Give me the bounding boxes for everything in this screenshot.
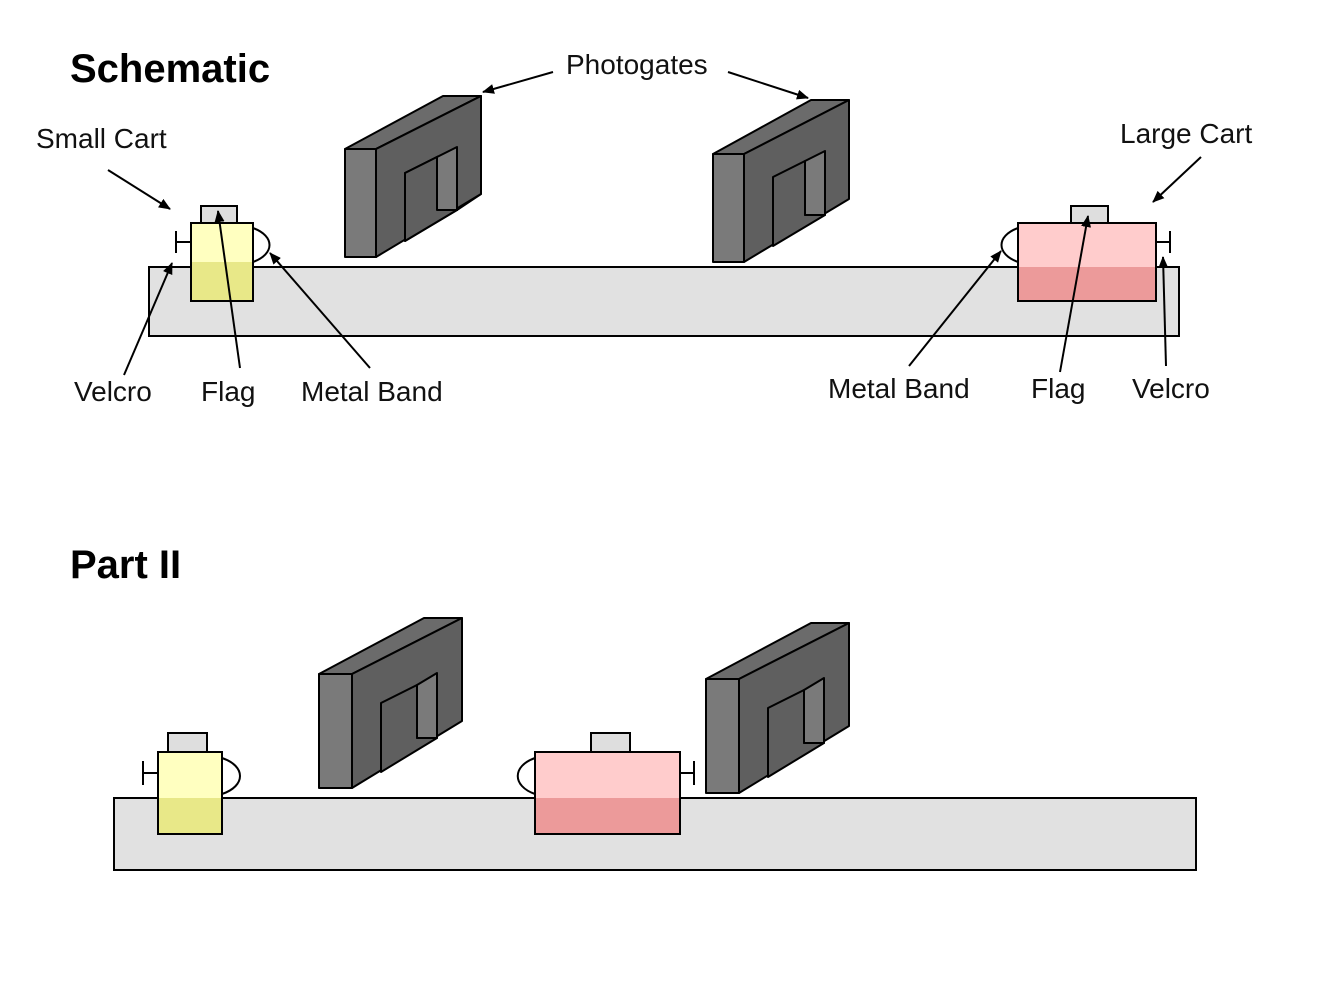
small-cart [175, 205, 271, 302]
photogate-2-part2 [705, 622, 850, 794]
part2-section: Part II [70, 543, 1197, 871]
photogates-label: Photogates [566, 49, 708, 80]
part2-title: Part II [70, 543, 181, 587]
large-cart-body-bottom [1018, 267, 1156, 301]
photogates-arrow-right [727, 71, 809, 100]
flag-right-label: Flag [1031, 373, 1085, 404]
small-cart-label: Small Cart [36, 123, 167, 154]
large-cart-label: Large Cart [1120, 118, 1253, 149]
callout-arrows [107, 71, 1202, 376]
small-cart-body-bottom [191, 262, 253, 301]
small-cart-metal-band [252, 227, 271, 263]
metal-band-right-arrow [908, 250, 1002, 367]
large-cart-velcro [1156, 231, 1171, 253]
photogate-2 [712, 99, 850, 263]
large-cart-metal-band [1000, 227, 1019, 263]
large-cart-part2 [516, 732, 695, 835]
large-cart-flag [1070, 205, 1109, 224]
large-cart-body-top [1018, 223, 1156, 267]
small-cart-velcro [175, 231, 191, 253]
photogates-arrow-left [482, 71, 554, 94]
photogate-1-part2 [318, 617, 463, 789]
velcro-right-label: Velcro [1132, 373, 1210, 404]
metal-band-right-label: Metal Band [828, 373, 970, 404]
flag-right-arrow [1059, 215, 1091, 373]
flag-left-label: Flag [201, 376, 255, 407]
small-cart-arrow [107, 169, 171, 210]
velcro-left-label: Velcro [74, 376, 152, 407]
schematic-section: Schematic [36, 47, 1253, 407]
metal-band-left-arrow [269, 252, 371, 369]
velcro-right-arrow [1158, 256, 1169, 367]
flag-left-arrow [214, 210, 241, 369]
metal-band-left-label: Metal Band [301, 376, 443, 407]
large-cart-arrow [1152, 156, 1202, 203]
large-cart [1000, 205, 1171, 302]
schematic-title: Schematic [70, 47, 270, 91]
small-cart-part2 [142, 732, 241, 835]
velcro-left-arrow [123, 262, 173, 376]
photogate-1 [344, 95, 482, 258]
track [148, 266, 1180, 337]
